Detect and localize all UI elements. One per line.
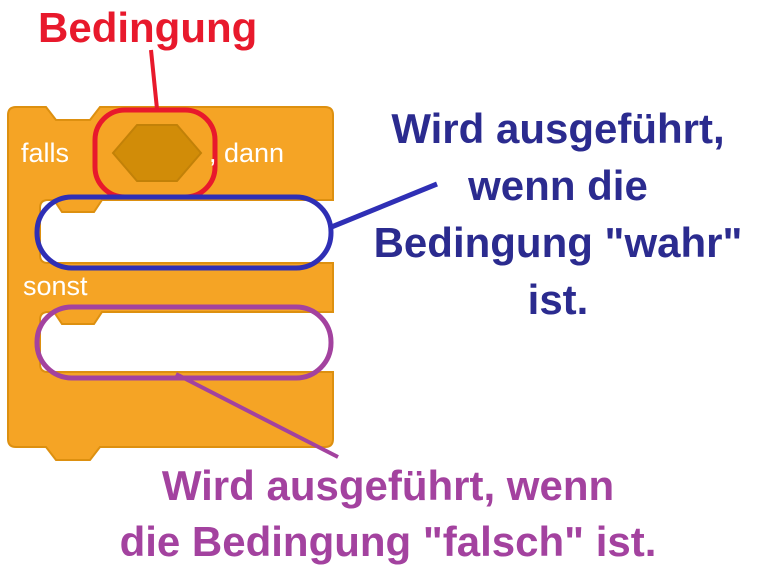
else-label: sonst <box>23 271 88 301</box>
then-label: , dann <box>209 138 285 168</box>
false-branch-annotation: Wird ausgeführt, wenn die Bedingung "fal… <box>18 458 758 570</box>
false-branch-annotation-line-2: die Bedingung "falsch" ist. <box>119 518 657 565</box>
true-branch-annotation-line-2: wenn die <box>468 162 648 209</box>
condition-pointer-line <box>149 49 159 110</box>
condition-hexagon-slot <box>111 124 203 182</box>
true-branch-pointer-line <box>328 181 438 231</box>
true-branch-highlight-outline <box>34 194 334 271</box>
true-branch-annotation-line-1: Wird ausgeführt, <box>391 105 725 152</box>
true-branch-annotation-line-4: ist. <box>527 276 589 323</box>
false-branch-annotation-line-1: Wird ausgeführt, wenn <box>161 462 615 509</box>
true-branch-annotation: Wird ausgeführt, wenn die Bedingung "wah… <box>340 100 776 328</box>
false-branch-pointer-line <box>175 372 339 459</box>
condition-annotation: Bedingung <box>38 4 258 51</box>
if-label: falls <box>21 138 70 168</box>
true-branch-annotation-line-3: Bedingung "wahr" <box>373 219 743 266</box>
